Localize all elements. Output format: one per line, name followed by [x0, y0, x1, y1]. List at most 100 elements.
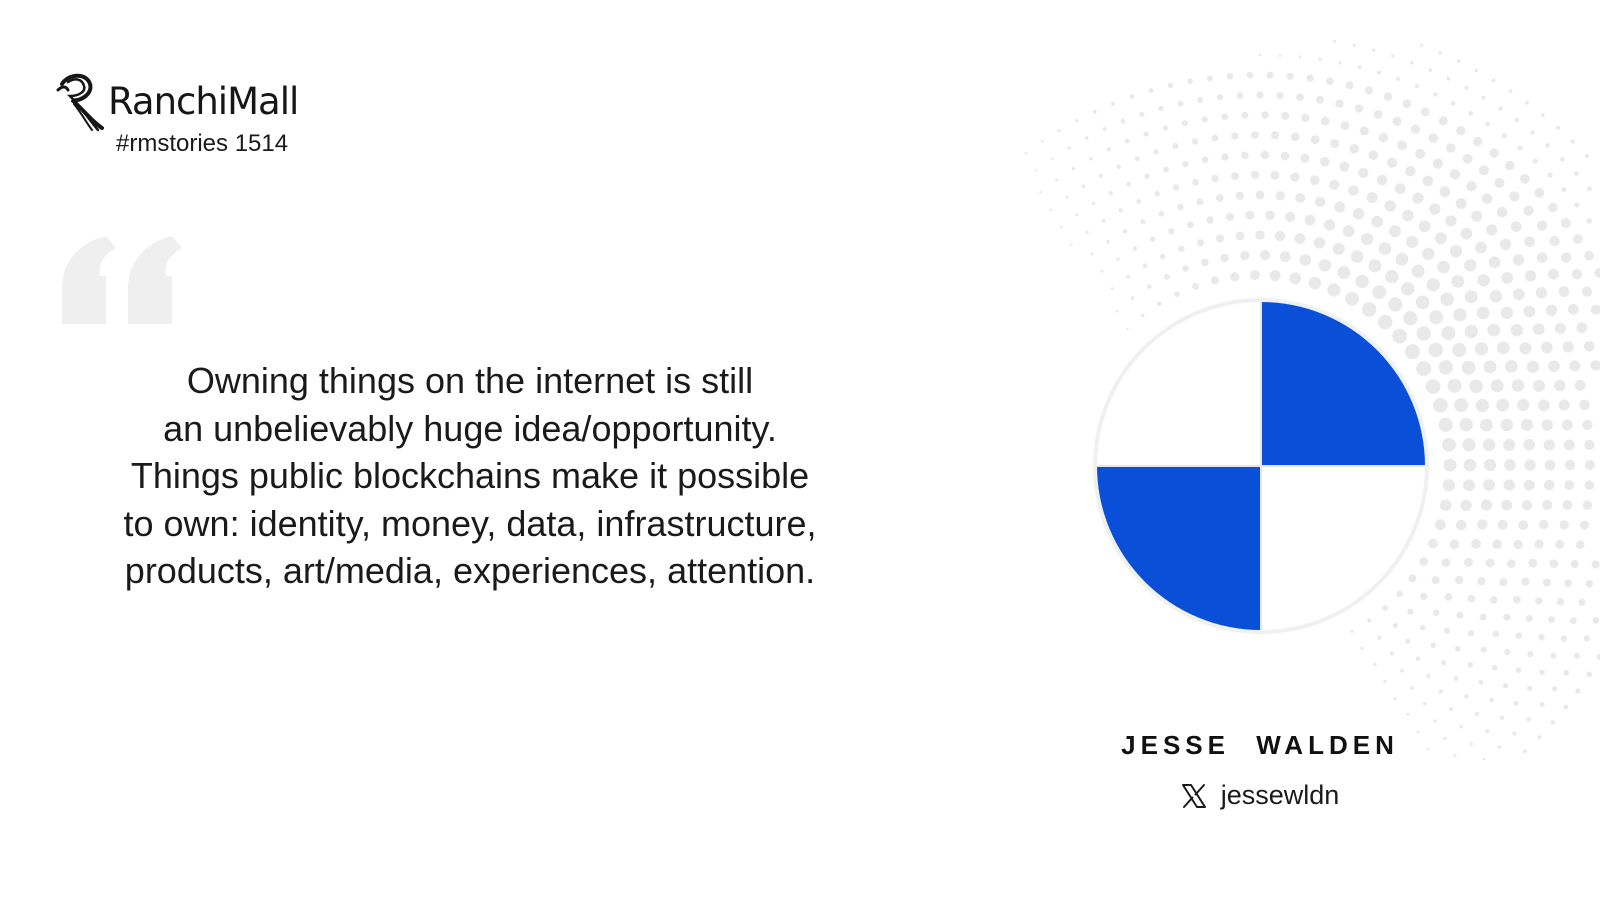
halftone-dot: [1474, 711, 1479, 716]
halftone-dot: [1462, 438, 1476, 452]
halftone-dot: [1456, 611, 1464, 619]
halftone-dot: [1550, 720, 1556, 725]
halftone-dot: [1441, 660, 1447, 666]
halftone-dot: [1304, 214, 1316, 226]
halftone-dot: [1449, 245, 1463, 258]
halftone-dot: [1469, 742, 1474, 746]
halftone-dot: [1548, 268, 1559, 280]
halftone-dot: [1488, 256, 1501, 269]
halftone-dot: [1581, 286, 1592, 297]
halftone-dot: [1474, 68, 1479, 73]
halftone-dot: [1116, 164, 1122, 170]
halftone-dot: [1314, 196, 1326, 207]
halftone-dot: [1415, 656, 1421, 661]
halftone-dot: [1534, 539, 1544, 549]
halftone-dot: [1464, 259, 1477, 272]
halftone-dot: [1106, 240, 1110, 244]
halftone-dot: [1050, 157, 1054, 161]
halftone-dot: [1477, 577, 1486, 586]
halftone-dot: [1527, 685, 1533, 691]
halftone-dot: [1563, 704, 1569, 710]
halftone-dot: [1275, 191, 1285, 201]
halftone-dot: [1496, 341, 1510, 355]
halftone-dot: [1412, 192, 1424, 204]
halftone-dot: [1519, 342, 1532, 355]
halftone-dot: [1544, 479, 1555, 491]
halftone-dot: [1455, 575, 1464, 585]
halftone-dot: [1431, 576, 1440, 585]
halftone-dot: [1463, 458, 1477, 472]
halftone-dot: [1569, 360, 1581, 372]
halftone-dot: [1576, 322, 1588, 333]
halftone-dot: [1269, 270, 1281, 282]
halftone-dot: [1309, 175, 1320, 186]
halftone-dot: [1402, 209, 1414, 222]
halftone-dot: [1456, 59, 1461, 63]
halftone-dot: [1134, 156, 1140, 162]
halftone-dot: [1587, 186, 1592, 192]
halftone-dot: [1274, 230, 1286, 242]
halftone-dot: [1563, 669, 1569, 676]
halftone-dot: [1483, 479, 1495, 491]
halftone-dot: [1420, 43, 1424, 47]
halftone-dot: [1122, 229, 1128, 234]
halftone-dot: [1528, 558, 1538, 568]
author-handle[interactable]: jessewldn: [1060, 780, 1460, 811]
halftone-dot: [1464, 557, 1473, 567]
halftone-dot: [1290, 172, 1300, 182]
halftone-dot: [1387, 157, 1398, 168]
halftone-dot: [1477, 519, 1488, 530]
halftone-dot: [1154, 191, 1160, 197]
halftone-dot: [1481, 193, 1493, 204]
halftone-dot: [1500, 418, 1514, 432]
halftone-dot: [1561, 252, 1572, 263]
halftone-dot: [1410, 686, 1414, 690]
halftone-dot: [1478, 679, 1484, 685]
halftone-dot: [1418, 220, 1431, 233]
halftone-dot: [1191, 138, 1199, 145]
halftone-dot: [1342, 225, 1355, 238]
halftone-dot: [1266, 71, 1274, 79]
halftone-dot: [1422, 701, 1427, 706]
halftone-dot: [1377, 70, 1381, 75]
halftone-dot: [1405, 166, 1416, 177]
halftone-dot: [1518, 520, 1529, 531]
halftone-dot: [1446, 76, 1451, 81]
halftone-dot: [1445, 215, 1457, 227]
halftone-dot: [1594, 268, 1600, 278]
halftone-dot: [1115, 309, 1119, 313]
halftone-dot: [1139, 111, 1145, 117]
halftone-dot: [1332, 242, 1345, 255]
halftone-dot: [1402, 99, 1412, 108]
halftone-dot: [1411, 264, 1425, 278]
halftone-dot: [1524, 270, 1537, 282]
halftone-dot: [1444, 627, 1451, 634]
halftone-dot: [1367, 618, 1372, 623]
halftone-dot: [1496, 398, 1510, 412]
halftone-dot: [1407, 608, 1414, 615]
halftone-dot: [1178, 245, 1185, 253]
halftone-dot: [1196, 198, 1204, 206]
halftone-dot: [1098, 173, 1103, 178]
halftone-dot: [1345, 81, 1354, 90]
halftone-dot: [1057, 129, 1061, 133]
halftone-dot: [1561, 187, 1567, 193]
halftone-dot: [1480, 499, 1493, 511]
halftone-dot: [1158, 210, 1165, 217]
halftone-dot: [1433, 398, 1448, 413]
halftone-dot: [1391, 54, 1395, 58]
halftone-dot: [1197, 96, 1204, 103]
halftone-dot: [1570, 139, 1575, 144]
halftone-dot: [1296, 93, 1304, 102]
halftone-dot: [1485, 558, 1495, 568]
halftone-dot: [1475, 241, 1487, 254]
halftone-dot: [1144, 173, 1150, 179]
halftone-dot: [1443, 736, 1447, 740]
halftone-dot: [1544, 459, 1556, 471]
halftone-dot: [1231, 172, 1239, 181]
halftone-dot: [1156, 301, 1162, 307]
halftone-dot: [1278, 54, 1282, 57]
halftone-dot: [1416, 361, 1432, 376]
halftone-dot: [1462, 153, 1473, 164]
halftone-dot: [1406, 235, 1419, 248]
